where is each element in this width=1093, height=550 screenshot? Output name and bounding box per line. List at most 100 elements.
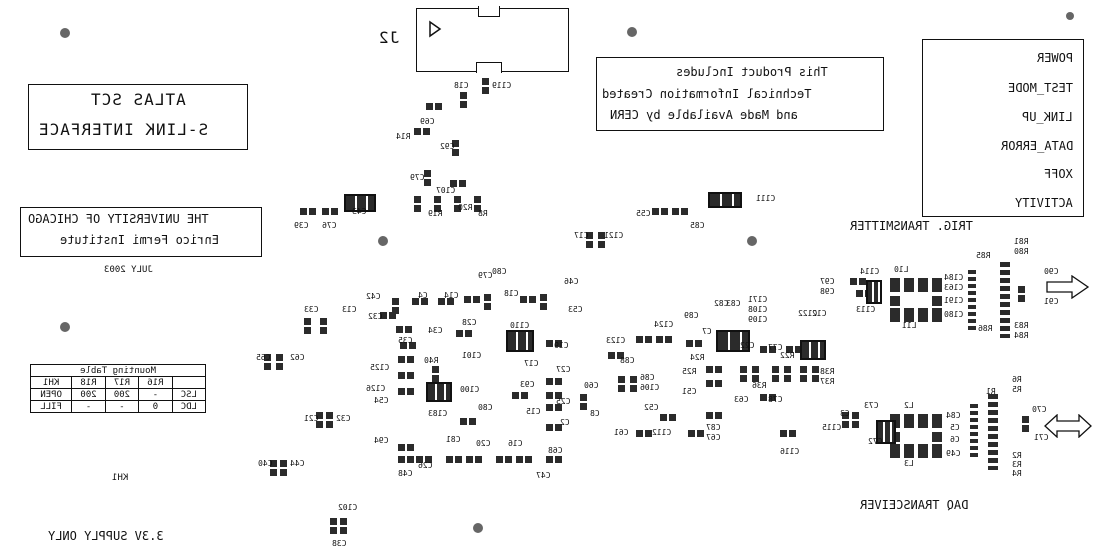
mounting-hole — [1066, 12, 1074, 20]
smd-pad — [555, 378, 562, 385]
smd-pad — [686, 340, 693, 347]
smd-pad — [320, 318, 327, 325]
led-activity: ACTIVITY — [1015, 196, 1073, 210]
mounting-table-cell: - — [138, 388, 173, 401]
refdes-r2: R2 — [1012, 451, 1022, 460]
component-outline — [426, 382, 452, 402]
smd-pad — [661, 208, 668, 215]
mounting-hole — [378, 236, 388, 246]
smd-pad — [1022, 425, 1029, 432]
smd-pad — [842, 421, 849, 428]
refdes-l3: L3 — [904, 459, 914, 468]
refdes-c121: C121 — [604, 231, 624, 240]
smd-pad — [780, 430, 787, 437]
refdes-c5b: C5 — [950, 423, 960, 432]
smd-pad — [525, 456, 532, 463]
daq-transceiver-label: DAQ TRANSCEIVER — [860, 498, 969, 512]
smd-pad — [672, 208, 679, 215]
refdes-c3: C3 — [840, 409, 850, 418]
refdes-c183: C183 — [428, 409, 448, 418]
smd-pad — [316, 421, 323, 428]
refdes-l2: L2 — [904, 401, 914, 410]
smd-pad — [389, 312, 396, 319]
smd-pad — [842, 412, 849, 419]
smd-pad — [407, 356, 414, 363]
smd-pad — [474, 205, 481, 212]
smd-pad — [608, 352, 615, 359]
smd-pad — [320, 327, 327, 334]
smd-pad — [529, 296, 536, 303]
mounting-table-title: Mounting Table — [30, 364, 206, 377]
connector-j2-notch — [476, 62, 502, 73]
university-box — [20, 207, 262, 257]
refdes-c171: C171 — [748, 295, 768, 304]
smd-pad — [434, 196, 441, 203]
smd-pad — [330, 527, 337, 534]
smd-pad — [1022, 416, 1029, 423]
title-box — [28, 84, 248, 150]
smd-pad — [264, 363, 271, 370]
smd-pad — [1018, 286, 1025, 293]
component-outline — [506, 330, 534, 352]
mounting-table-cell: OPEN — [30, 388, 72, 401]
smd-pad — [520, 296, 527, 303]
smd-pad — [304, 327, 311, 334]
smd-pad — [752, 366, 759, 373]
refdes-c102: C102 — [338, 503, 358, 512]
refdes-c85: C85 — [690, 221, 705, 230]
refdes-c81: C81 — [446, 435, 461, 444]
refdes-c18b: C18 — [504, 289, 519, 298]
smd-pad — [460, 101, 467, 108]
refdes-c22: C22 — [740, 341, 755, 350]
mounting-hole — [747, 236, 757, 246]
component-outline — [866, 280, 882, 304]
refdes-c53: C53 — [568, 305, 583, 314]
mounting-table-cell: 200 — [105, 388, 139, 401]
refdes-c63: C63 — [734, 395, 749, 404]
refdes-c26: C26 — [418, 461, 433, 470]
smd-pad — [645, 336, 652, 343]
smd-pad — [546, 378, 553, 385]
smd-pad — [392, 307, 399, 314]
refdes-r25: R25 — [682, 367, 697, 376]
refdes-c35: C35 — [398, 336, 413, 345]
smd-pad — [715, 412, 722, 419]
refdes-c116: C116 — [780, 447, 800, 456]
smd-pad — [859, 278, 866, 285]
smd-pad — [322, 208, 329, 215]
smd-pad — [447, 298, 454, 305]
smd-pad — [555, 456, 562, 463]
refdes-c71: C71 — [1034, 433, 1049, 442]
smd-pad — [407, 372, 414, 379]
refdes-r22: R22 — [780, 351, 795, 360]
refdes-c76: C76 — [322, 221, 337, 230]
smd-pad — [460, 92, 467, 99]
mounting-hole — [473, 523, 483, 533]
smd-pad — [496, 456, 503, 463]
smd-pad — [309, 208, 316, 215]
refdes-r14: R14 — [396, 132, 411, 141]
refdes-c78: C78 — [768, 395, 783, 404]
led-xoff: XOFF — [1044, 167, 1073, 181]
refdes-c51: C51 — [682, 387, 697, 396]
led-power: POWER — [1036, 51, 1073, 65]
smd-pad — [412, 298, 419, 305]
refdes-c101: C101 — [462, 351, 482, 360]
refdes-r3: R3 — [1012, 460, 1022, 469]
led-test-mode: TEST_MODE — [1007, 81, 1073, 95]
refdes-c112: C112 — [652, 428, 672, 437]
refdes-c109: C109 — [748, 315, 768, 324]
refdes-c113: C113 — [856, 305, 876, 314]
smd-pad — [465, 330, 472, 337]
smd-pad — [398, 388, 405, 395]
refdes-c83: C83 — [726, 299, 741, 308]
refdes-c93: C93 — [520, 380, 535, 389]
smd-pad — [555, 404, 562, 411]
university-line-2: Enrico Fermi Institute — [60, 233, 219, 247]
smd-pad — [280, 460, 287, 467]
refdes-r83: R83 — [1014, 321, 1029, 330]
smd-pad — [652, 208, 659, 215]
smd-pad — [772, 366, 779, 373]
refdes-c79: C79 — [410, 173, 425, 182]
smd-pad — [555, 340, 562, 347]
